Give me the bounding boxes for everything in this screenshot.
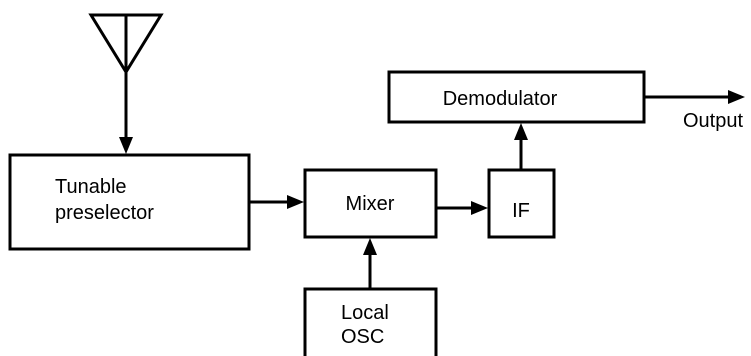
local-osc-to-mixer-arrow <box>363 238 377 289</box>
local-osc-block: Local OSC <box>303 287 438 356</box>
if-block: IF <box>487 168 556 239</box>
if-to-demodulator-arrow <box>514 123 528 170</box>
mixer-to-if-arrow <box>436 201 488 215</box>
tunable-preselector-label-line1: Tunable <box>55 176 127 198</box>
demodulator-label: Demodulator <box>443 88 558 110</box>
tunable-preselector-block: Tunable preselector <box>8 153 251 251</box>
local-osc-label-line2: OSC <box>341 326 384 348</box>
mixer-block: Mixer <box>303 168 438 239</box>
preselector-to-mixer-arrow <box>249 195 304 209</box>
antenna-icon <box>88 13 164 75</box>
demodulator-block: Demodulator <box>387 70 646 124</box>
if-label: IF <box>512 200 530 222</box>
tunable-preselector-label-line2: preselector <box>55 202 154 224</box>
antenna-to-preselector-arrow <box>119 72 133 154</box>
output-label: Output <box>683 110 743 132</box>
local-osc-label-line1: Local <box>341 302 389 324</box>
demodulator-to-output-arrow <box>644 90 745 104</box>
mixer-label: Mixer <box>346 193 395 215</box>
